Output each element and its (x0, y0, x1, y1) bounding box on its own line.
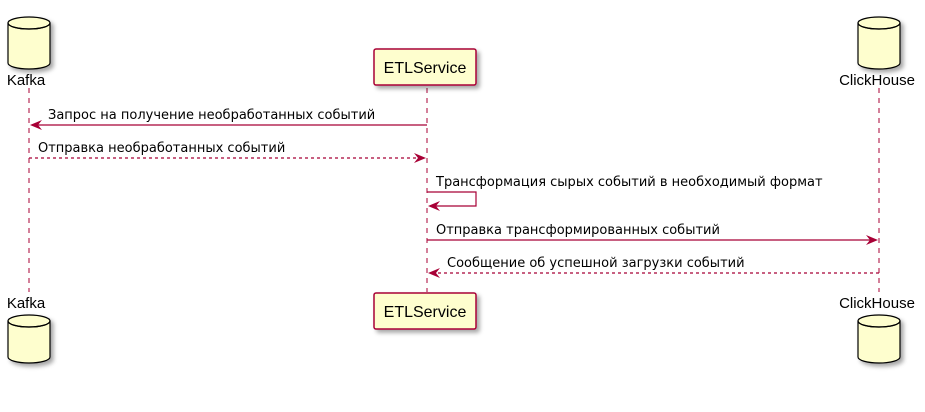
clickhouse-bottom-label: ClickHouse (839, 295, 915, 312)
message-3-arrow (427, 191, 477, 211)
etlservice-bottom-box[interactable]: ETLService (373, 292, 477, 330)
message-2-label: Отправка необработанных событий (38, 141, 285, 156)
message-4-arrow (427, 235, 878, 245)
etlservice-bottom-label: ETLService (384, 304, 467, 321)
etlservice-top-box[interactable]: ETLService (373, 48, 477, 86)
kafka-top-database-icon[interactable] (7, 16, 51, 70)
message-1-label: Запрос на получение необработанных событ… (48, 108, 375, 123)
kafka-top-label: Kafka (7, 72, 46, 89)
message-1-arrow (30, 120, 427, 130)
message-5-arrow (428, 268, 879, 278)
message-2-arrow (29, 153, 426, 163)
clickhouse-bottom-database-icon[interactable] (857, 314, 901, 364)
message-5-label: Сообщение об успешной загрузки событий (447, 256, 745, 271)
etlservice-top-label: ETLService (384, 60, 467, 77)
clickhouse-top-label: ClickHouse (839, 72, 915, 89)
message-3-label: Трансформация сырых событий в необходимы… (435, 175, 823, 190)
message-4-label: Отправка трансформированных событий (436, 223, 720, 238)
kafka-bottom-label: Kafka (7, 295, 46, 312)
kafka-bottom-database-icon[interactable] (7, 314, 51, 364)
clickhouse-top-database-icon[interactable] (857, 16, 901, 70)
